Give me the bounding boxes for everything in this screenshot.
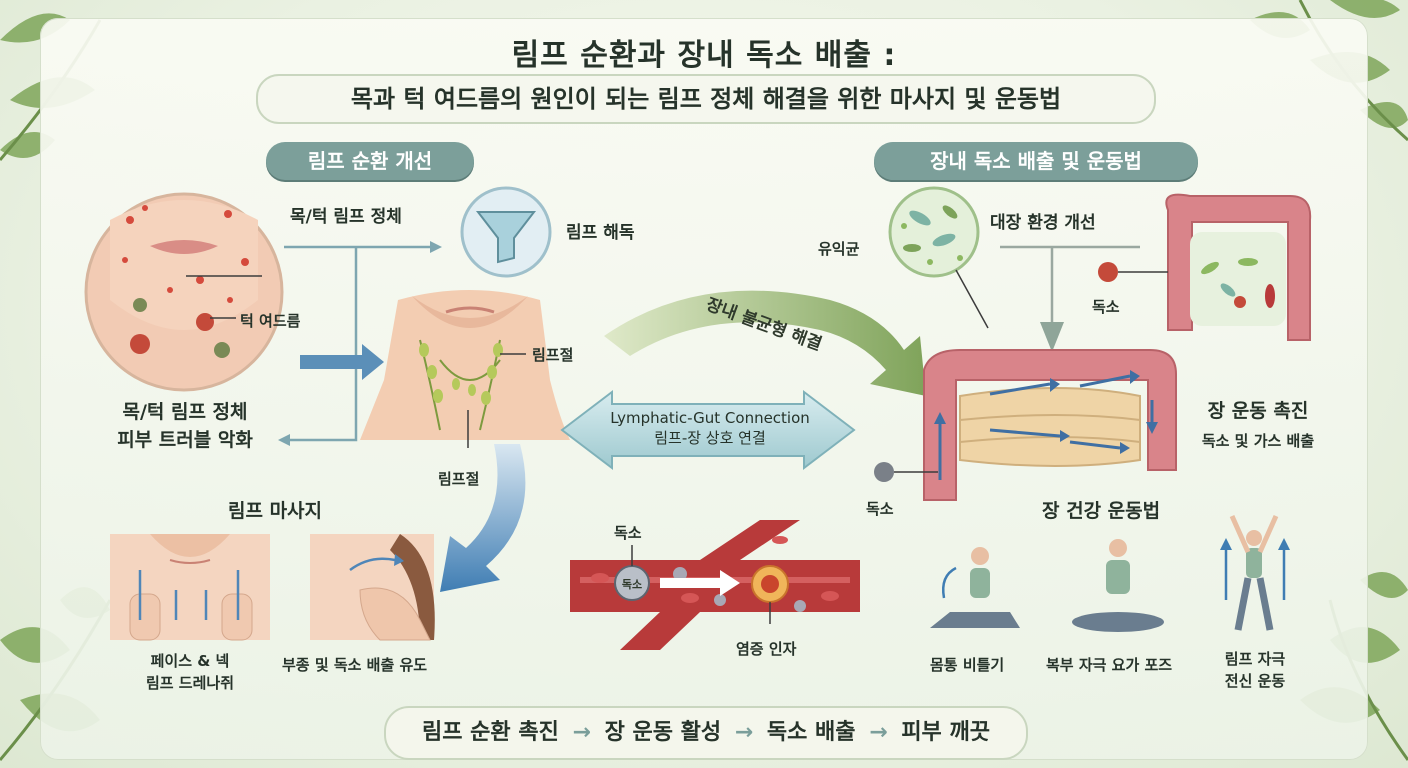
flow-arrow-3: → bbox=[869, 720, 888, 745]
vessel-toxin-label: 독소 bbox=[614, 524, 642, 542]
massage-image-1 bbox=[110, 534, 270, 641]
exercise-yoga-label: 복부 자극 요가 포즈 bbox=[1046, 656, 1173, 674]
massage-caption-1-line1: 페이스 & 넥 bbox=[150, 652, 230, 670]
acne-face-illustration bbox=[84, 192, 284, 392]
flow-step-3: 독소 배출 bbox=[766, 720, 856, 745]
exercise-figure-yoga bbox=[1072, 539, 1164, 632]
skin-trouble-text: 목/턱 림프 정체 피부 트러블 악화 bbox=[80, 398, 290, 454]
connection-label-ko: 림프-장 상호 연결 bbox=[654, 429, 766, 447]
neck-illustration bbox=[360, 290, 570, 448]
lymph-node-label-bottom: 림프절 bbox=[438, 470, 480, 488]
page-subtitle: 목과 턱 여드름의 원인이 되는 림프 정체 해결을 위한 마사지 및 운동법 bbox=[256, 74, 1156, 124]
toxin-particle: 독소 bbox=[621, 578, 643, 591]
lymph-massage-heading: 림프 마사지 bbox=[228, 500, 323, 522]
skin-trouble-line1: 목/턱 림프 정체 bbox=[122, 401, 248, 423]
exercise-figure-stretch bbox=[1220, 514, 1290, 631]
flow-step-1: 림프 순환 촉진 bbox=[422, 720, 559, 745]
funnel-icon bbox=[460, 186, 552, 278]
probiotics-label: 유익균 bbox=[818, 240, 860, 258]
exercise-figure-twist bbox=[930, 547, 1020, 628]
motility-subtitle: 독소 및 가스 배출 bbox=[1201, 432, 1315, 450]
flow-arrow-2: → bbox=[734, 720, 754, 745]
flow-right-arrow bbox=[300, 344, 384, 380]
lymph-detox-label: 림프 해독 bbox=[566, 223, 635, 243]
page-title: 림프 순환과 장내 독소 배출 : bbox=[511, 38, 897, 73]
massage-caption-1-line2: 림프 드레나쥐 bbox=[145, 674, 235, 692]
stagnation-flow-lines bbox=[284, 245, 430, 442]
exercise-stretch-line1: 림프 자극 bbox=[1224, 650, 1286, 668]
exercise-twist-label: 몸통 비틀기 bbox=[930, 656, 1005, 674]
flow-step-2: 장 운동 활성 bbox=[604, 720, 722, 745]
gut-environment-label: 대장 환경 개선 bbox=[990, 213, 1096, 233]
exercise-stretch-line2: 전신 운동 bbox=[1224, 672, 1286, 690]
flow-step-4: 피부 깨끗 bbox=[901, 720, 990, 745]
exercise-stretch-label: 림프 자극 전신 운동 bbox=[1210, 648, 1300, 692]
probiotics-illustration bbox=[888, 186, 989, 329]
colon-detail-illustration bbox=[1098, 193, 1312, 341]
toxin-label-top: 독소 bbox=[1092, 298, 1120, 316]
chin-acne-label: 턱 여드름 bbox=[240, 312, 301, 330]
massage-caption-2: 부종 및 독소 배출 유도 bbox=[282, 656, 428, 674]
connection-label-en: Lymphatic-Gut Connection bbox=[610, 409, 810, 427]
blood-vessel-illustration bbox=[570, 520, 860, 650]
downward-arrow bbox=[440, 444, 526, 592]
massage-caption-1: 페이스 & 넥 림프 드레나쥐 bbox=[120, 650, 260, 694]
motility-title: 장 운동 촉진 bbox=[1207, 400, 1309, 422]
skin-trouble-line2: 피부 트러블 악화 bbox=[117, 429, 253, 451]
exercise-heading: 장 건강 운동법 bbox=[1042, 500, 1161, 522]
flow-arrow-1: → bbox=[572, 720, 591, 745]
lymph-node-label-right: 림프절 bbox=[532, 346, 574, 364]
toxin-label-bottom: 독소 bbox=[866, 500, 894, 518]
inflammation-label: 염증 인자 bbox=[736, 640, 797, 658]
gut-section-heading: 장내 독소 배출 및 운동법 bbox=[874, 142, 1198, 180]
summary-flow: 림프 순환 촉진 → 장 운동 활성 → 독소 배출 → 피부 깨끗 bbox=[384, 706, 1028, 760]
connection-arrow bbox=[560, 389, 856, 471]
lymph-section-heading: 림프 순환 개선 bbox=[266, 142, 474, 180]
imbalance-arrow bbox=[604, 290, 926, 396]
large-intestine-illustration bbox=[874, 349, 1177, 501]
stagnation-label: 목/턱 림프 정체 bbox=[290, 207, 402, 227]
massage-image-2 bbox=[310, 534, 435, 641]
connection-label: Lymphatic-Gut Connection 림프-장 상호 연결 bbox=[598, 408, 822, 448]
